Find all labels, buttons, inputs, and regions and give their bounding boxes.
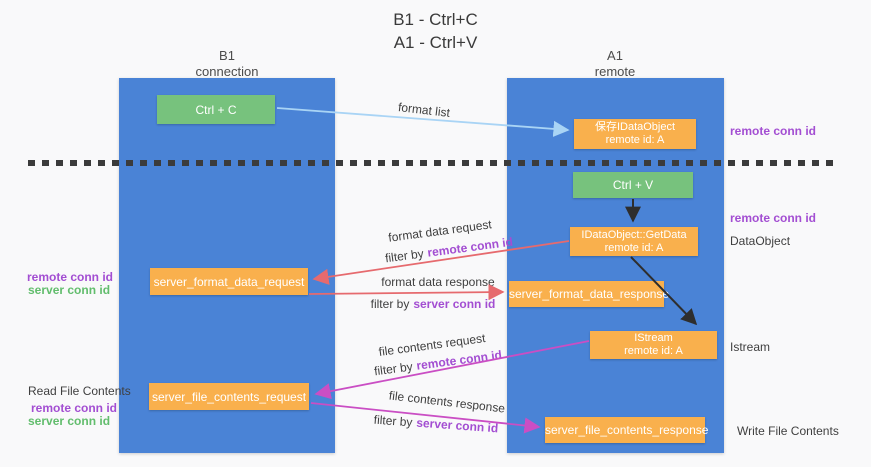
title-line-1: B1 - Ctrl+C [393,10,478,29]
read-file-contents-label: Read File Contents [28,384,131,398]
server-file-contents-response-box: server_file_contents_response [545,417,708,443]
server-conn-id-label-mid-left: server conn id [28,283,111,297]
istream-line1: IStream [634,332,673,344]
filter-by-text: filter by [370,297,410,311]
getdata-line2: remote id: A [604,241,664,254]
write-file-contents-label: Write File Contents [737,424,839,438]
istream-line2: remote id: A [624,345,683,357]
server-format-data-request-box: server_format_data_request [150,268,308,295]
ctrl-v-box: Ctrl + V [573,172,693,198]
remote-conn-id-label-bottom-left: remote conn id [31,401,118,415]
server-file-contents-request-box: server_file_contents_request [149,383,309,410]
getdata-box: IDataObject::GetData remote id: A [570,227,698,256]
arrow-format-data-response [308,284,505,301]
server-conn-id-label-bottom-left: server conn id [28,414,111,428]
filter-by-text: filter by [373,359,414,379]
filter-by-text: filter by [384,246,425,266]
lane-a1-name: A1 [607,48,623,63]
server-conn-id-text: server conn id [415,415,499,436]
format-list-label: format list [397,100,451,120]
server-format-data-response-box: server_format_data_response [509,281,669,307]
server-conn-id-text: server conn id [413,297,496,311]
diagram-title: B1 - Ctrl+C A1 - Ctrl+V [0,8,871,55]
save-dataobject-line1: 保存IDataObject [594,121,676,133]
istream-box: IStream remote id: A [590,331,717,359]
lane-header-b1: B1 connection [119,48,335,80]
dataobject-label: DataObject [730,234,791,248]
save-dataobject-box: 保存IDataObject remote id: A [574,119,696,149]
title-line-2: A1 - Ctrl+V [393,33,478,53]
lane-b1-name: B1 [219,48,235,63]
file-contents-response-label: file contents response [388,388,506,416]
save-dataobject-line2: remote id: A [605,134,665,146]
lane-header-a1: A1 remote [507,48,723,80]
lane-a1-role: remote [594,63,636,79]
getdata-line1: IDataObject::GetData [581,228,687,241]
lane-b1-role: connection [195,63,259,79]
filter-by-text: filter by [373,412,413,430]
format-data-response-label: format data response [381,275,495,289]
dashed-divider [28,160,834,166]
remote-conn-id-label-top-right: remote conn id [730,124,817,138]
remote-conn-id-text: remote conn id [426,234,514,260]
remote-conn-id-label-mid-right: remote conn id [730,211,817,225]
istream-label: Istream [730,340,771,354]
ctrl-c-box: Ctrl + C [157,95,275,124]
remote-conn-id-label-mid-left: remote conn id [27,270,114,284]
